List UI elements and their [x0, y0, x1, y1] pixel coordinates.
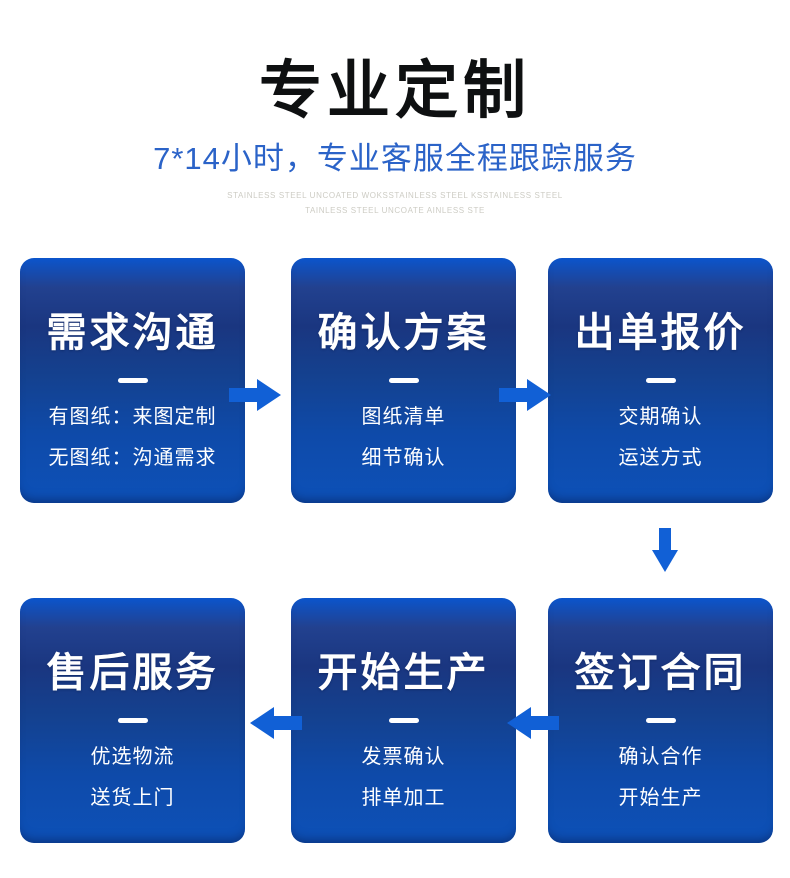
step-detail: 优选物流	[90, 746, 175, 768]
page-subtitle: 7*14小时，专业客服全程跟踪服务	[153, 141, 637, 176]
arrow-left-icon	[250, 705, 302, 741]
step-card-sign-contract: 签订合同 确认合作 开始生产	[548, 598, 773, 843]
step-detail: 图纸清单	[361, 406, 446, 428]
step-detail: 交期确认	[618, 406, 703, 428]
dash-divider	[645, 718, 676, 723]
step-title: 确认方案	[317, 311, 490, 355]
step-detail: 确认合作	[618, 746, 703, 768]
dash-divider	[117, 378, 148, 383]
step-title: 需求沟通	[46, 311, 219, 355]
step-detail: 排单加工	[361, 787, 446, 809]
step-detail: 细节确认	[361, 447, 446, 469]
arrow-right-icon	[229, 377, 281, 413]
step-card-quote: 出单报价 交期确认 运送方式	[548, 258, 773, 503]
dash-divider	[117, 718, 148, 723]
dash-divider	[645, 378, 676, 383]
step-detail: 送货上门	[90, 787, 175, 809]
arrow-right-icon	[499, 377, 551, 413]
dash-divider	[388, 378, 419, 383]
step-detail: 运送方式	[618, 447, 703, 469]
page-title: 专业定制	[259, 56, 531, 126]
watermark-line: STAINLESS STEEL UNCOATED WOKSSTAINLESS S…	[227, 191, 563, 200]
step-detail: 开始生产	[618, 787, 703, 809]
step-title: 售后服务	[46, 651, 219, 695]
step-detail: 无图纸：沟通需求	[48, 447, 217, 469]
step-title: 签订合同	[574, 651, 747, 695]
step-title: 出单报价	[574, 311, 747, 355]
arrow-left-icon	[507, 705, 559, 741]
step-title: 开始生产	[317, 651, 490, 695]
step-card-after-sales: 售后服务 优选物流 送货上门	[20, 598, 245, 843]
dash-divider	[388, 718, 419, 723]
header: 专业定制 7*14小时，专业客服全程跟踪服务 STAINLESS STEEL U…	[0, 0, 790, 218]
step-card-requirement: 需求沟通 有图纸：来图定制 无图纸：沟通需求	[20, 258, 245, 503]
step-card-confirm-plan: 确认方案 图纸清单 细节确认	[291, 258, 516, 503]
watermark-line: TAINLESS STEEL UNCOATE AINLESS STE	[305, 206, 485, 215]
watermark-text: STAINLESS STEEL UNCOATED WOKSSTAINLESS S…	[0, 188, 790, 218]
step-card-production: 开始生产 发票确认 排单加工	[291, 598, 516, 843]
step-detail: 有图纸：来图定制	[48, 406, 217, 428]
step-detail: 发票确认	[361, 746, 446, 768]
arrow-down-icon	[652, 528, 678, 572]
